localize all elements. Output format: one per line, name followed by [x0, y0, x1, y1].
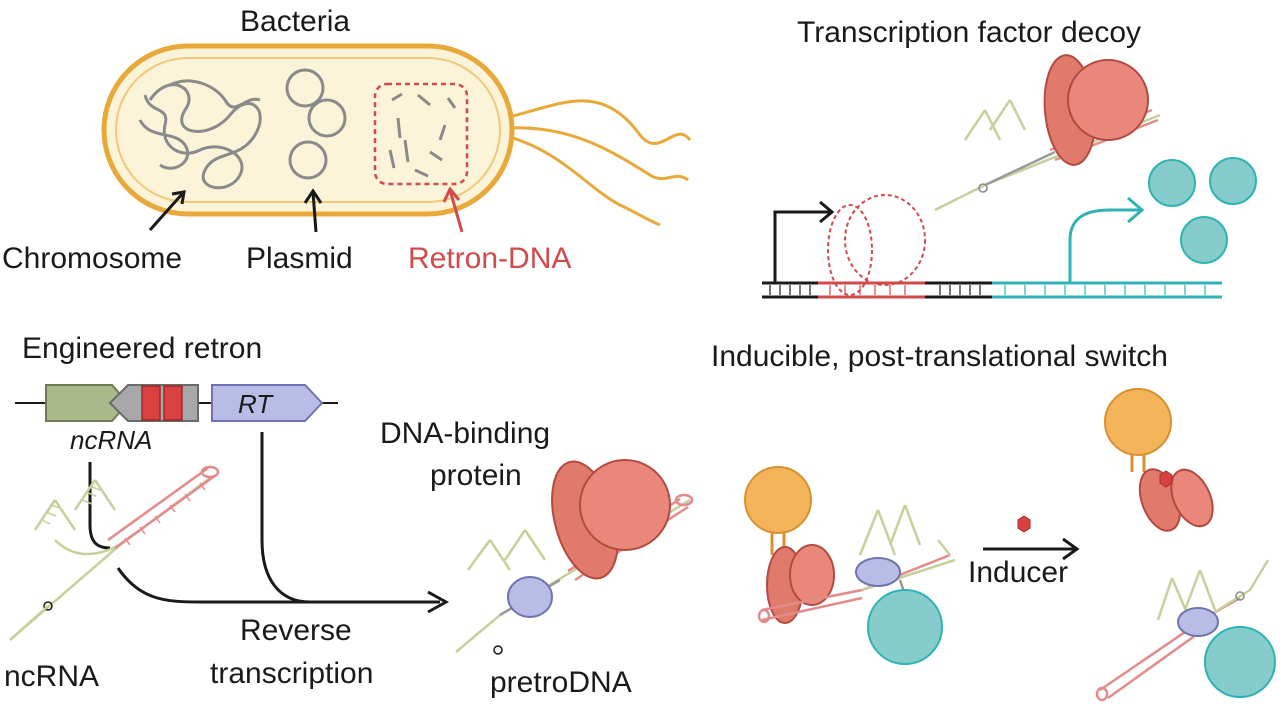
reverse-transcription-line1: Reverse [240, 614, 352, 647]
decoy-title: Transcription factor decoy [797, 16, 1141, 49]
flow-arrows [88, 432, 450, 614]
teal-domain-right [1204, 626, 1276, 698]
orange-domain-right [1104, 388, 1172, 456]
inducer-molecule [1017, 515, 1031, 533]
expressed-proteins [1148, 157, 1257, 264]
chromosome [138, 79, 262, 190]
retron-dna-box [373, 82, 469, 186]
switch-right-rt [1177, 607, 1219, 637]
rt-gene-arrow [211, 384, 324, 422]
decoy-gene [762, 194, 1222, 299]
plasmid-label: Plasmid [246, 242, 353, 275]
reverse-transcription-line2: transcription [210, 657, 373, 690]
engineered-title: Engineered retron [22, 332, 262, 365]
ncrna-gene-label: ncRNA [70, 425, 152, 455]
dna-binding-protein [551, 459, 671, 580]
retron-insert-1 [141, 385, 161, 421]
switch-left-rt [855, 557, 901, 587]
ncrna-label: ncRNA [4, 660, 99, 693]
engineered-panel: Engineered retron RT ncRNA [4, 332, 694, 699]
teal-domain-left [867, 589, 943, 665]
switch-title: Inducible, post-translational switch [711, 340, 1168, 373]
ncrna-structure [9, 465, 220, 641]
dna-binding-line1: DNA-binding [380, 417, 550, 450]
flagella [504, 99, 692, 227]
bacteria-panel: Bacteria [2, 5, 692, 275]
plasmids [285, 68, 347, 180]
decoy-panel: Transcription factor decoy [762, 16, 1257, 299]
dna-binding-line2: protein [430, 459, 522, 492]
bacteria-arrows [148, 186, 464, 233]
switch-right-protein [1138, 468, 1214, 532]
switch-panel: Inducible, post-translational switch Ind… [711, 340, 1276, 702]
decoy-protein [1043, 54, 1149, 166]
pretrodna-label: pretroDNA [490, 666, 632, 699]
retron-insert-2 [163, 385, 183, 421]
orange-domain-left [744, 466, 812, 534]
bacteria-title: Bacteria [240, 5, 350, 38]
rt-protein [507, 576, 553, 618]
bacterium-cell [101, 43, 515, 217]
retron-dna-label: Retron-DNA [408, 242, 571, 275]
rt-gene-label: RT [238, 389, 274, 419]
inducer-label: Inducer [968, 556, 1068, 589]
chromosome-label: Chromosome [2, 242, 182, 275]
